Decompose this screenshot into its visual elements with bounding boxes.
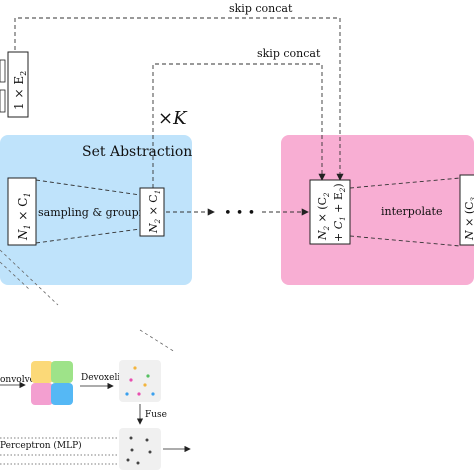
skip-concat-inner-label: skip concat bbox=[257, 47, 321, 60]
left-edge-mark-1 bbox=[0, 59, 6, 83]
skip-concat-inner-arrow bbox=[152, 63, 326, 188]
zoom-guide-lines bbox=[0, 249, 176, 353]
sampling-grouping-label: sampling & grouping bbox=[38, 206, 156, 219]
interpolate-label: interpolate bbox=[381, 205, 442, 218]
interpolate-panel bbox=[281, 135, 474, 285]
devoxelize-label: Devoxelize bbox=[81, 373, 130, 383]
times-k-label: ×K bbox=[158, 108, 188, 129]
svg-text:N2 × (C2: N2 × (C2 bbox=[316, 192, 331, 241]
devoxelized-points-panel bbox=[119, 360, 161, 402]
interpolate-trapezoid bbox=[349, 177, 461, 247]
left-edge-mark-2 bbox=[0, 89, 6, 113]
set-abstraction-panel bbox=[0, 135, 192, 285]
right-output-box: N × (C3 bbox=[459, 174, 474, 246]
ellipsis-dots: • • • bbox=[224, 206, 255, 221]
svg-text:N1 × C1: N1 × C1 bbox=[16, 192, 32, 241]
sampling-grouping-trapezoid bbox=[35, 179, 141, 244]
convolve-label: onvolve bbox=[0, 375, 35, 385]
skip-concat-top-arrow bbox=[14, 17, 344, 181]
perceptron-label: Perceptron (MLP) bbox=[0, 440, 82, 451]
n2-c1-box: N2 × C1 bbox=[139, 187, 165, 237]
svg-text:1 × E2: 1 × E2 bbox=[12, 71, 28, 110]
skip-concat-top-label: skip concat bbox=[229, 2, 293, 15]
fused-points-panel bbox=[119, 428, 161, 470]
svg-text:N2 × C1: N2 × C1 bbox=[147, 190, 162, 234]
svg-text:N × (C3: N × (C3 bbox=[463, 196, 474, 241]
voxel-grid bbox=[31, 361, 73, 405]
e2-feature-box: 1 × E2 bbox=[7, 51, 29, 118]
n1-c1-box: N1 × C1 bbox=[7, 177, 37, 246]
svg-text:+ C1 + E2): + C1 + E2) bbox=[332, 183, 347, 242]
fuse-label: Fuse bbox=[145, 410, 167, 420]
set-abstraction-title: Set Abstraction bbox=[82, 144, 192, 160]
n2-c2-concat-box: N2 × (C2 + C1 + E2) bbox=[309, 179, 351, 245]
